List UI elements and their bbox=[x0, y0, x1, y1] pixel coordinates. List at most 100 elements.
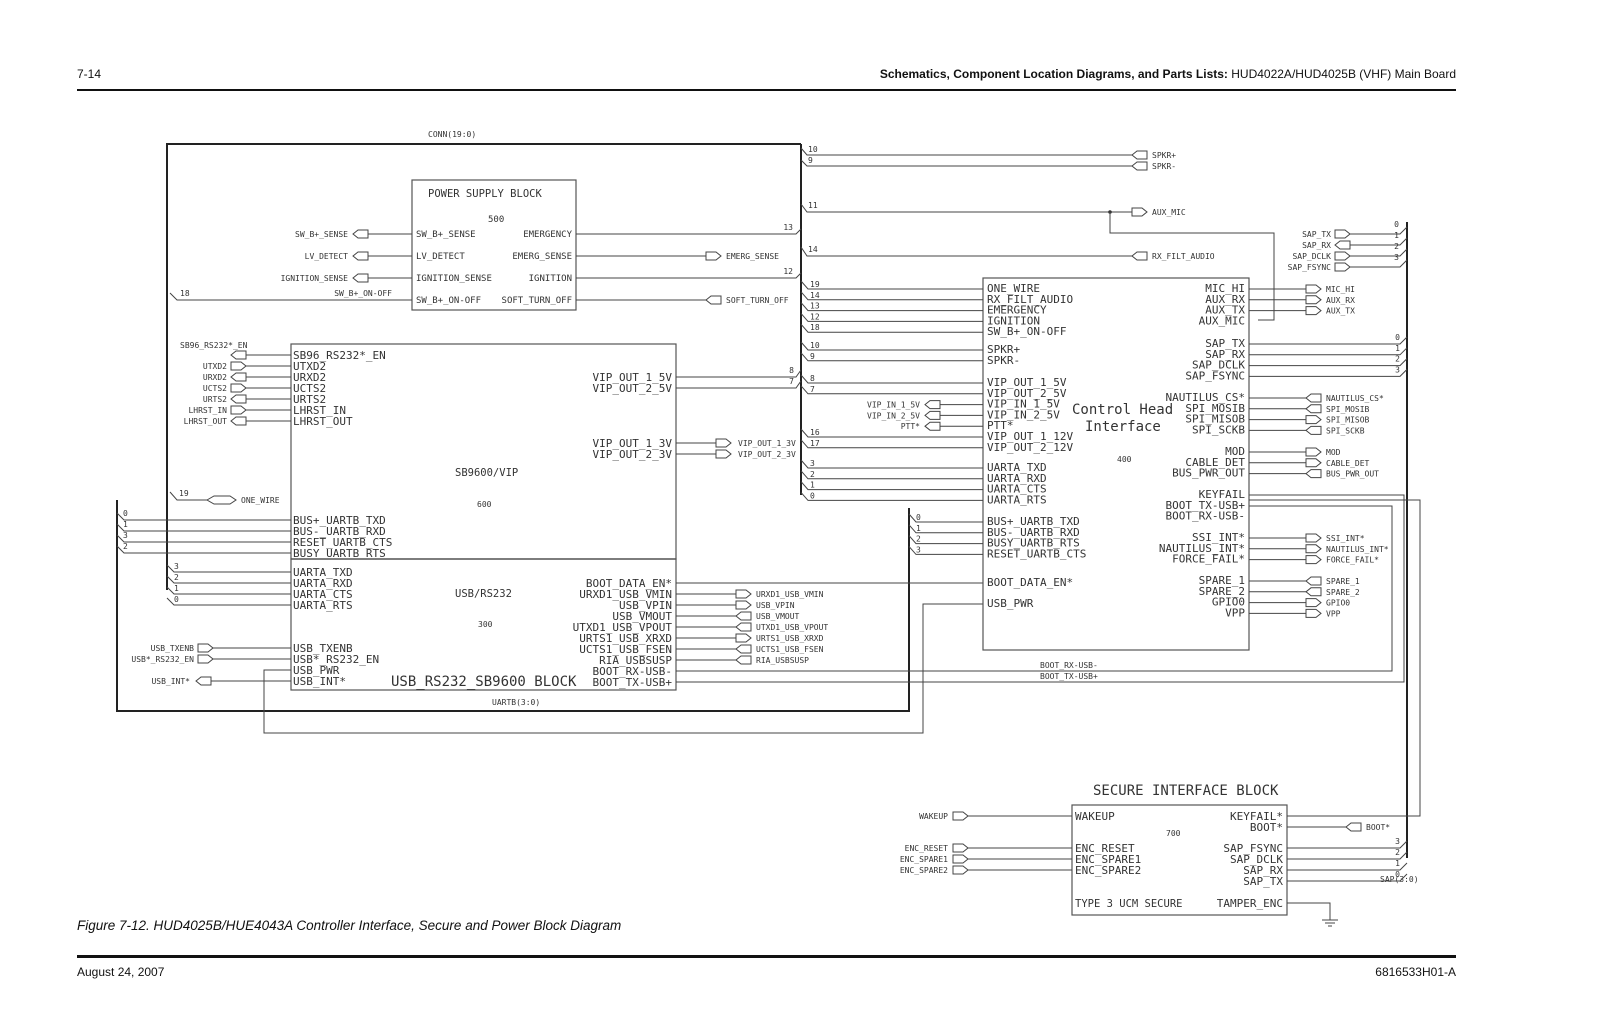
net-label: SW_B+_ON-OFF bbox=[334, 289, 392, 298]
port-out-icon bbox=[952, 865, 969, 875]
bus-tap-label: 3 bbox=[1395, 365, 1400, 374]
ch-pin: SPI_SCKB bbox=[1192, 423, 1245, 436]
bus-tap-label: 0 bbox=[1395, 870, 1400, 879]
sap-bus: SAP(3:0) bbox=[1380, 222, 1419, 884]
usb-pin: USB_VPIN bbox=[619, 599, 672, 612]
bus-tap-label: 18 bbox=[180, 289, 190, 298]
ch-pin: AUX_TX bbox=[1205, 304, 1245, 317]
usb-port-label: RIA_USBSUSP bbox=[756, 656, 809, 665]
section-title-bold: Schematics, Component Location Diagrams,… bbox=[879, 67, 1228, 81]
header-rule bbox=[77, 89, 1456, 91]
usb-port-label: USB_VMOUT bbox=[756, 612, 800, 621]
sb-port-label: LHRST_OUT bbox=[184, 417, 228, 426]
port-in-icon bbox=[230, 372, 247, 382]
ch-pin: VIP_OUT_2_5V bbox=[987, 387, 1067, 400]
ch-port-label: BUS_PWR_OUT bbox=[1326, 470, 1379, 479]
ch-pin: UARTA_TXD bbox=[987, 461, 1047, 474]
bus-tap-label: 1 bbox=[810, 481, 815, 490]
usb-title: USB/RS232 bbox=[455, 588, 512, 600]
bus-tap-label: 0 bbox=[123, 509, 128, 518]
usb-pin: URTS1_USB_XRXD bbox=[579, 632, 672, 645]
ch-port-label: VIP_IN_2_5V bbox=[867, 411, 920, 420]
ch-pin: FORCE_FAIL* bbox=[1172, 553, 1245, 566]
ch-port-label: CABLE_DET bbox=[1326, 459, 1370, 468]
bus-tap-label: 8 bbox=[810, 374, 815, 383]
bus-tap-label: 3 bbox=[1394, 253, 1399, 262]
ch-pin: SW_B+_ON-OFF bbox=[987, 325, 1066, 338]
port-in-icon bbox=[1305, 587, 1322, 597]
ch-pin: VIP_IN_1_5V bbox=[987, 398, 1060, 411]
ch-pin: NAUTILUS_CS* bbox=[1166, 391, 1245, 404]
port-in-icon bbox=[1305, 425, 1322, 435]
port-in-icon bbox=[230, 394, 247, 404]
port-out-icon bbox=[952, 811, 969, 821]
port-bidir-icon bbox=[205, 495, 237, 505]
usb-box bbox=[290, 558, 677, 691]
secure-pin: BOOT* bbox=[1250, 821, 1283, 834]
bus-tap-label: 3 bbox=[916, 545, 921, 554]
bus-tap-label: 1 bbox=[1394, 231, 1399, 240]
net-label: AUX_MIC bbox=[1152, 208, 1186, 217]
sb-port-label: URXD2 bbox=[203, 373, 227, 382]
footer-doc-number: 6816533H01-A bbox=[1375, 965, 1456, 979]
port-out-icon bbox=[230, 405, 247, 415]
sb-port-label: UCTS2 bbox=[203, 384, 227, 393]
ch-port-label: SPI_MISOB bbox=[1326, 416, 1370, 425]
port-out-icon bbox=[1305, 533, 1322, 543]
bus-tap-label: 7 bbox=[810, 385, 815, 394]
sb-port-label: SB96_RS232*_EN bbox=[180, 341, 248, 350]
bus-tap-label: 17 bbox=[810, 439, 820, 448]
port-out-icon bbox=[1334, 251, 1351, 261]
port-out-icon bbox=[1305, 415, 1322, 425]
ch-port-label: SPARE_1 bbox=[1326, 577, 1360, 586]
port-out-icon bbox=[1305, 544, 1322, 554]
sb-pin: VIP_OUT_1_5V bbox=[593, 371, 673, 384]
bus-tap-label: 0 bbox=[1395, 333, 1400, 342]
ch-port-label: SPARE_2 bbox=[1326, 588, 1360, 597]
bus-tap-label: 13 bbox=[810, 302, 820, 311]
bus-tap-label: 9 bbox=[810, 352, 815, 361]
ch-pin: SSI_INT* bbox=[1192, 531, 1245, 544]
ch-pin: SAP_FSYNC bbox=[1185, 369, 1245, 382]
sb-port-label: URTS2 bbox=[203, 395, 227, 404]
conn-bus: CONN(19:0) bbox=[166, 130, 802, 590]
sb-pin: URXD2 bbox=[293, 371, 326, 384]
bus-tap-label: 1 bbox=[123, 520, 128, 529]
usb-pin: UARTA_CTS bbox=[293, 588, 353, 601]
port-in-icon bbox=[1131, 150, 1148, 160]
bus-tap-label: 10 bbox=[810, 341, 820, 350]
ch-pin: VPP bbox=[1225, 606, 1245, 619]
port-out-icon bbox=[735, 600, 752, 610]
ch-port-label: PTT* bbox=[901, 422, 920, 431]
usb-pin: URXD1_USB_VMIN bbox=[579, 588, 672, 601]
usb-pin: UARTA_RTS bbox=[293, 599, 353, 612]
secure-pin: SAP_TX bbox=[1243, 875, 1283, 888]
conn-bus-line bbox=[166, 143, 801, 590]
ch-port-label: GPIO0 bbox=[1326, 599, 1350, 608]
port-in-icon bbox=[924, 421, 941, 431]
ch-port-label: SPI_SCKB bbox=[1326, 426, 1365, 435]
sb-pin: BUS-_UARTB_RXD bbox=[293, 525, 386, 538]
ch-pin: KEYFAIL bbox=[1199, 488, 1246, 501]
ch-pin: BUS-_UARTB_RXD bbox=[987, 526, 1080, 539]
secure-interface-block: SECURE INTERFACE BLOCK 700 WAKEUP ENC_RE… bbox=[900, 499, 1421, 927]
ps-pin: SW_B+_SENSE bbox=[416, 230, 476, 240]
secure-pin: SAP_FSYNC bbox=[1223, 842, 1283, 855]
sb-pin: URTS2 bbox=[293, 393, 326, 406]
ground-icon bbox=[1322, 919, 1338, 927]
sb-port-label: ONE_WIRE bbox=[241, 496, 280, 505]
net-label: SAP_RX bbox=[1302, 241, 1331, 250]
ch-pin: RX_FILT_AUDIO bbox=[987, 293, 1073, 306]
ch-pin: VIP_OUT_2_12V bbox=[987, 441, 1073, 454]
ch-pin: SAP_DCLK bbox=[1192, 359, 1245, 372]
ch-pin: AUX_MIC bbox=[1199, 314, 1245, 327]
bus-tap-label: 14 bbox=[808, 245, 818, 254]
port-in-icon bbox=[1131, 161, 1148, 171]
port-in-icon bbox=[1334, 240, 1351, 250]
bus-tap-label: 9 bbox=[808, 156, 813, 165]
usb-pin: USB_TXENB bbox=[293, 642, 353, 655]
port-in-icon bbox=[1305, 469, 1322, 479]
usb-rs232-block: UARTA_TXD UARTA_RXD UARTA_CTS UARTA_RTS … bbox=[131, 494, 1405, 734]
net-label: SPKR- bbox=[1152, 162, 1176, 171]
